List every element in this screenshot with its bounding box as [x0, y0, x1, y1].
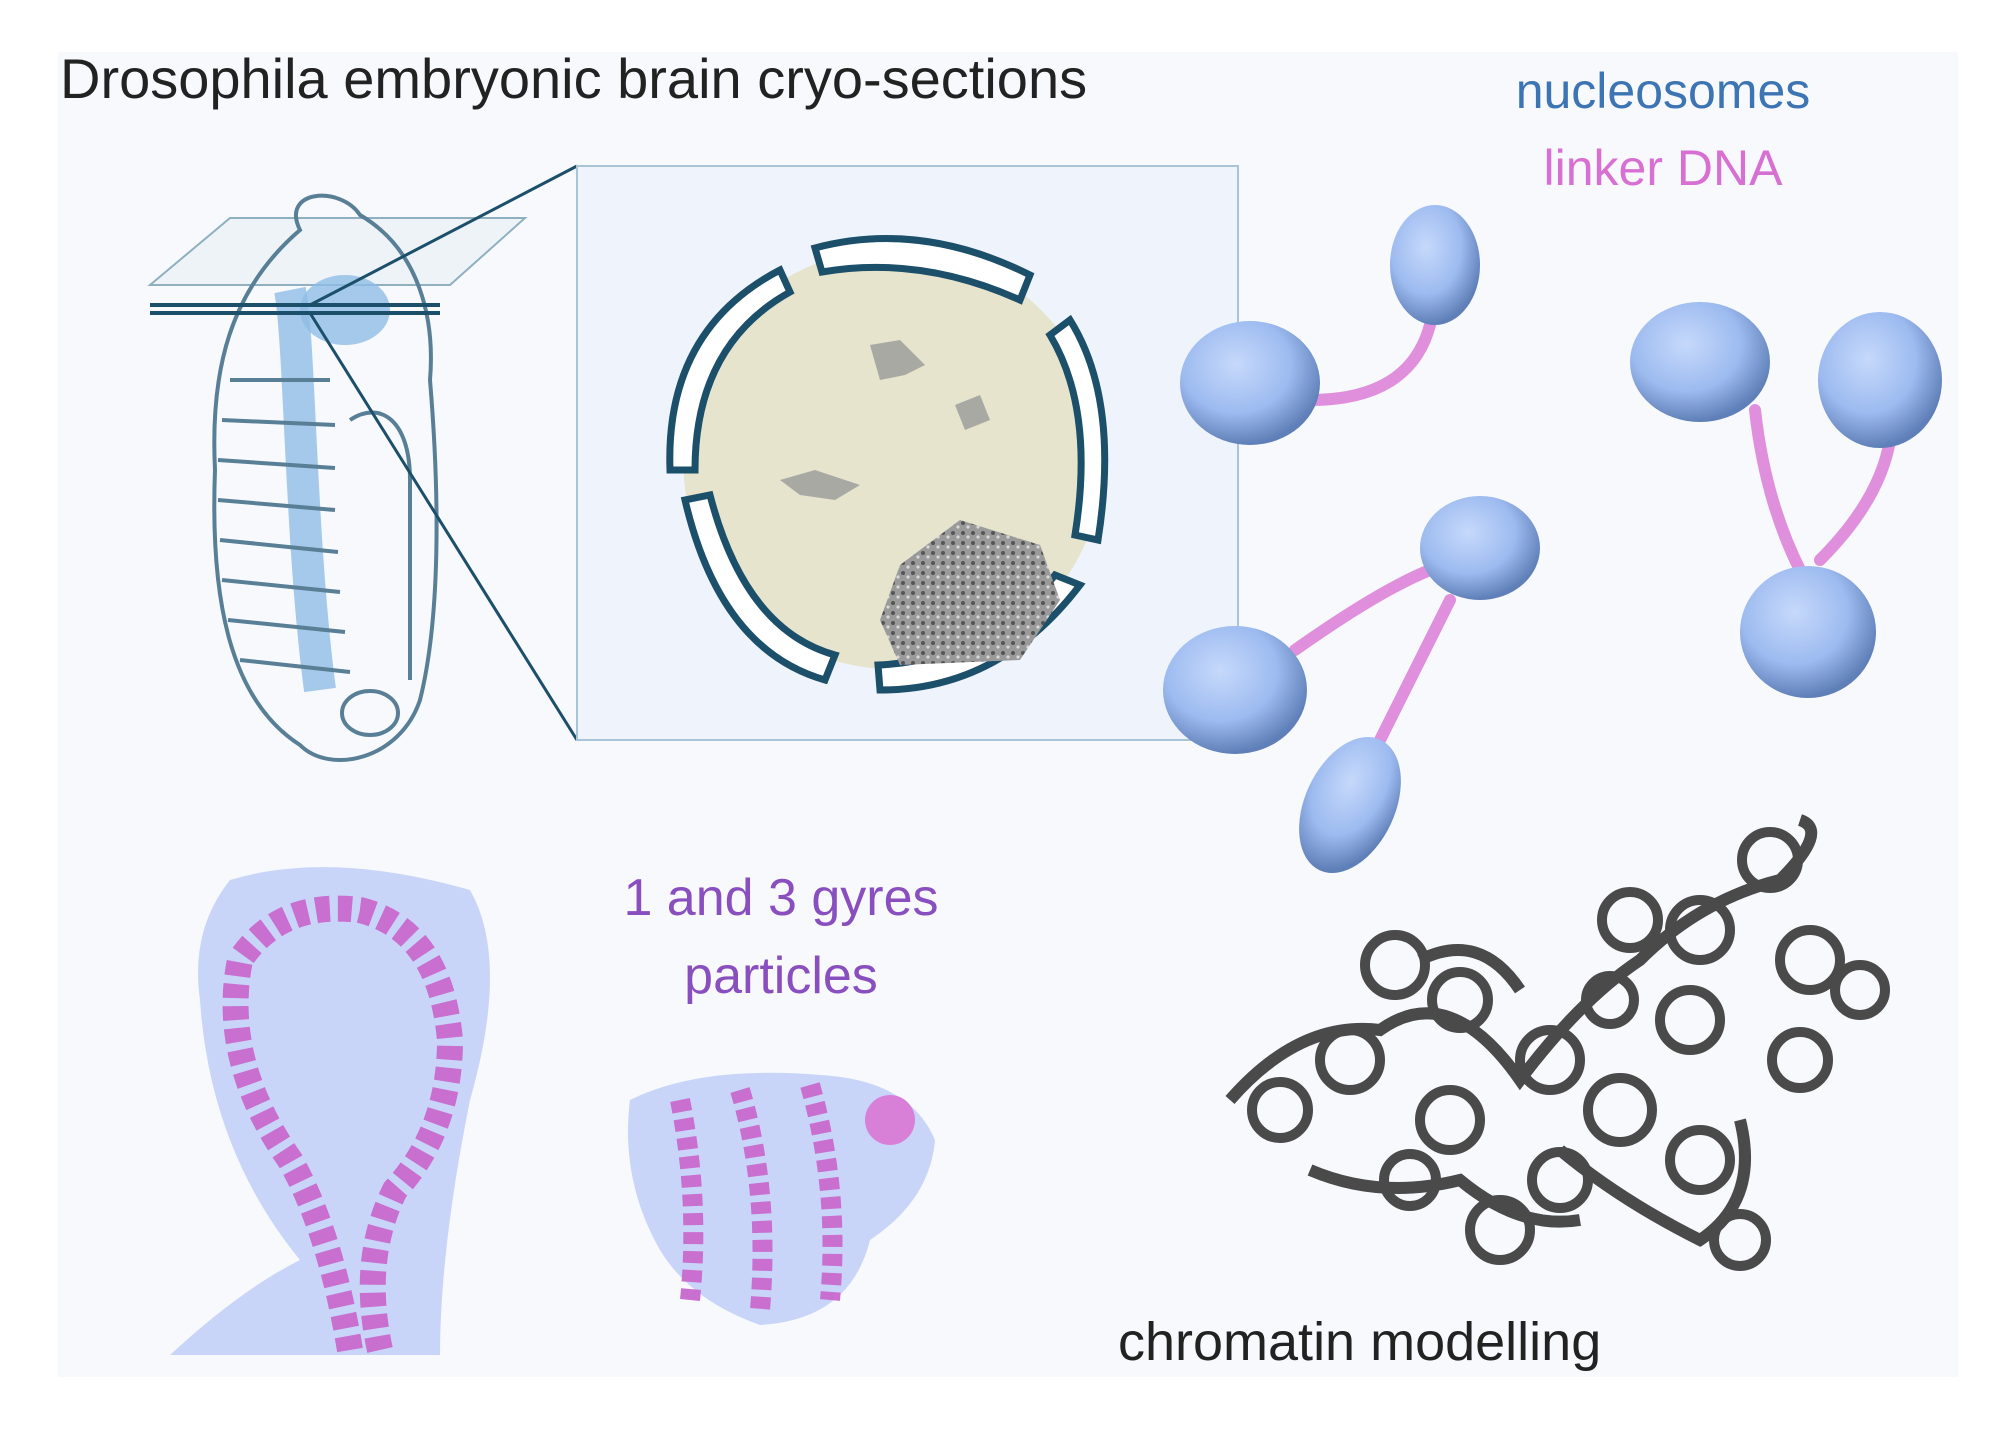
gyres-label-line2: particles	[684, 947, 878, 1005]
three-gyre-particle	[628, 1072, 935, 1325]
embryo-illustration	[147, 193, 528, 762]
chromatin-model	[1225, 814, 1890, 1271]
nucleosome	[1390, 205, 1480, 325]
linker-dna-label: linker DNA	[1544, 140, 1784, 196]
nucleosome-models	[1163, 205, 1942, 873]
nucleosome	[1420, 496, 1540, 600]
nucleosome	[1630, 302, 1770, 422]
one-gyre-particle	[170, 867, 490, 1355]
nucleosome	[1163, 626, 1307, 754]
zoom-line-bottom	[308, 312, 579, 741]
nucleosome	[1740, 566, 1876, 698]
nucleosome	[1180, 321, 1320, 445]
chromatin-modelling-label: chromatin modelling	[1118, 1312, 1601, 1372]
zoom-line-top	[309, 164, 578, 307]
nucleosome	[1818, 312, 1942, 448]
nucleosome	[1299, 737, 1401, 873]
cryo-grid-inset	[576, 165, 1239, 741]
figure-title: Drosophila embryonic brain cryo-sections	[60, 47, 1087, 110]
gyres-label-line1: 1 and 3 gyres	[623, 869, 938, 927]
nucleosomes-label: nucleosomes	[1516, 63, 1811, 119]
tissue-lamella	[880, 520, 1060, 665]
